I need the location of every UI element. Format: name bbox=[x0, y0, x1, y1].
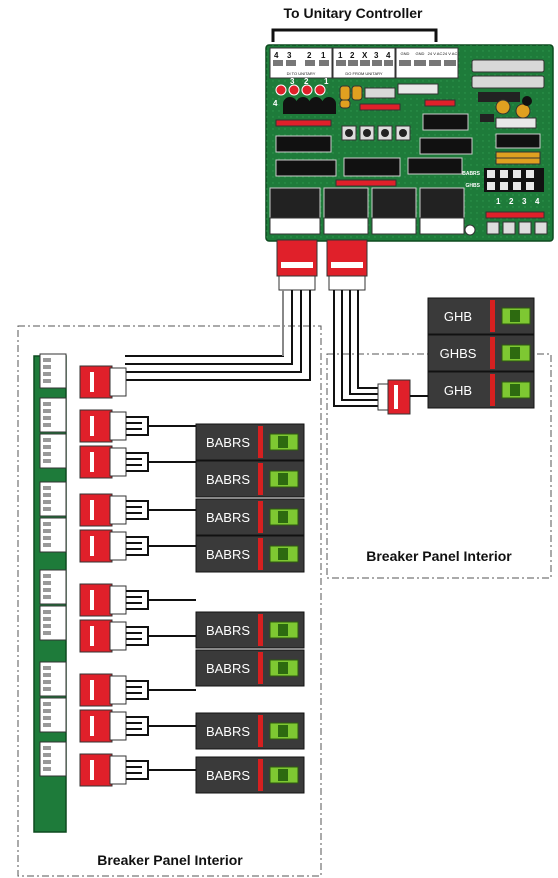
babrs-breaker-label: BABRS bbox=[206, 623, 250, 638]
bottom-right-headers bbox=[486, 221, 548, 235]
mount-hole bbox=[464, 224, 476, 236]
strip-connector bbox=[39, 517, 67, 553]
jumper-num-4: 4 bbox=[535, 197, 540, 206]
terminal-screws bbox=[273, 60, 456, 66]
babrs-breaker-column: BABRS BABRS BABRS BABRS BABRS BABRS BABRS BABRS bbox=[195, 423, 305, 794]
jumper-num-2: 2 bbox=[509, 197, 514, 206]
term-num-di-2: 2 bbox=[307, 51, 312, 60]
term-num-do-2: 2 bbox=[350, 51, 355, 60]
babrs-breaker: BABRS bbox=[195, 460, 305, 498]
cable-to-ghb bbox=[333, 290, 378, 407]
ghb-breaker-label: GHB bbox=[444, 309, 472, 324]
babrs-breaker-label: BABRS bbox=[206, 510, 250, 525]
term-num-do-3: 3 bbox=[374, 51, 379, 60]
panel-left-label: Breaker Panel Interior bbox=[97, 852, 243, 868]
term-label-24vac-2: 24 V AC bbox=[443, 51, 458, 56]
ic-chips bbox=[275, 113, 541, 187]
led-num-3: 3 bbox=[290, 77, 295, 86]
board-plug-right bbox=[326, 239, 368, 291]
term-num-do-x: X bbox=[362, 51, 368, 60]
babrs-breaker: BABRS bbox=[195, 611, 305, 649]
strip-connector bbox=[39, 481, 67, 517]
babrs-breaker-label: BABRS bbox=[206, 768, 250, 783]
term-label-gnd-2: GND bbox=[416, 51, 425, 56]
control-board: 4 3 2 1 1 2 X 3 4 DI TO UNITARY DO FROM … bbox=[265, 44, 554, 242]
term-num-di-1: 1 bbox=[321, 51, 326, 60]
term-caption-do: DO FROM UNITARY bbox=[345, 71, 383, 76]
pcb-connector-row bbox=[269, 187, 465, 235]
strip-connector bbox=[39, 433, 67, 469]
strip-connector bbox=[39, 697, 67, 733]
controller-bracket bbox=[271, 28, 438, 42]
strip-plug bbox=[79, 409, 196, 443]
jumper-num-1: 1 bbox=[496, 197, 501, 206]
top-label: To Unitary Controller bbox=[284, 5, 424, 21]
ghb-breaker: GHB bbox=[427, 371, 535, 409]
ghb-breaker-label: GHBS bbox=[440, 346, 477, 361]
strip-plug bbox=[79, 673, 196, 707]
babrs-breaker-label: BABRS bbox=[206, 547, 250, 562]
strip-connector bbox=[39, 605, 67, 641]
component-black bbox=[478, 92, 520, 102]
strip-plug-cable bbox=[79, 365, 127, 399]
babrs-breaker-label: BABRS bbox=[206, 661, 250, 676]
ghb-plug bbox=[377, 379, 411, 415]
board-plug-left bbox=[276, 239, 318, 291]
ghb-breaker-label: GHB bbox=[444, 383, 472, 398]
term-label-24vac-1: 24 V AC bbox=[428, 51, 443, 56]
term-num-di-4: 4 bbox=[274, 51, 279, 60]
strip-plug bbox=[79, 709, 196, 743]
strip-plug bbox=[79, 583, 196, 617]
jumper-header bbox=[484, 168, 544, 192]
led-row bbox=[275, 84, 326, 96]
transistors bbox=[283, 97, 336, 114]
term-num-do-1: 1 bbox=[338, 51, 343, 60]
ghb-breaker: GHBS bbox=[427, 334, 535, 372]
side-label-ghbs: GHBS bbox=[466, 183, 481, 189]
cable-to-strip bbox=[125, 290, 311, 381]
strip-plug bbox=[79, 753, 196, 787]
strip-connector bbox=[39, 569, 67, 605]
panel-left-boundary bbox=[17, 325, 322, 877]
side-label-babrs: BABRS bbox=[462, 171, 480, 177]
strip-connector bbox=[39, 741, 67, 777]
babrs-breaker-label: BABRS bbox=[206, 472, 250, 487]
babrs-breaker: BABRS bbox=[195, 423, 305, 461]
strip-plug bbox=[79, 619, 196, 653]
babrs-breaker-label: BABRS bbox=[206, 435, 250, 450]
babrs-breaker: BABRS bbox=[195, 649, 305, 687]
fuse-holder-1 bbox=[471, 59, 545, 73]
strip-plug bbox=[79, 445, 196, 479]
resistors bbox=[275, 83, 537, 129]
babrs-breaker: BABRS bbox=[195, 756, 305, 794]
babrs-breaker: BABRS bbox=[195, 498, 305, 536]
strip-plug bbox=[79, 529, 196, 563]
babrs-breaker: BABRS bbox=[195, 535, 305, 573]
terminal-strip bbox=[33, 353, 196, 833]
strip-connector bbox=[39, 397, 67, 433]
led-num-2: 2 bbox=[304, 77, 309, 86]
babrs-breaker: BABRS bbox=[195, 712, 305, 750]
ghb-breaker: GHB bbox=[427, 297, 535, 335]
term-caption-di: DI TO UNITARY bbox=[287, 71, 316, 76]
pushbuttons bbox=[341, 125, 411, 141]
strip-plug bbox=[79, 493, 196, 527]
babrs-breaker-label: BABRS bbox=[206, 724, 250, 739]
panel-right-label: Breaker Panel Interior bbox=[366, 548, 512, 564]
term-num-di-3: 3 bbox=[287, 51, 292, 60]
fuse-holder-2 bbox=[471, 75, 545, 89]
led-num-1: 1 bbox=[324, 77, 329, 86]
led-num-4: 4 bbox=[273, 99, 278, 108]
strip-connector bbox=[39, 353, 67, 389]
bottom-resistor bbox=[485, 211, 545, 219]
ghb-breaker-column: GHB GHBS GHB bbox=[427, 297, 535, 409]
jumper-num-3: 3 bbox=[522, 197, 527, 206]
term-label-gnd-1: GND bbox=[401, 51, 410, 56]
term-num-do-4: 4 bbox=[386, 51, 391, 60]
strip-connector bbox=[39, 661, 67, 697]
